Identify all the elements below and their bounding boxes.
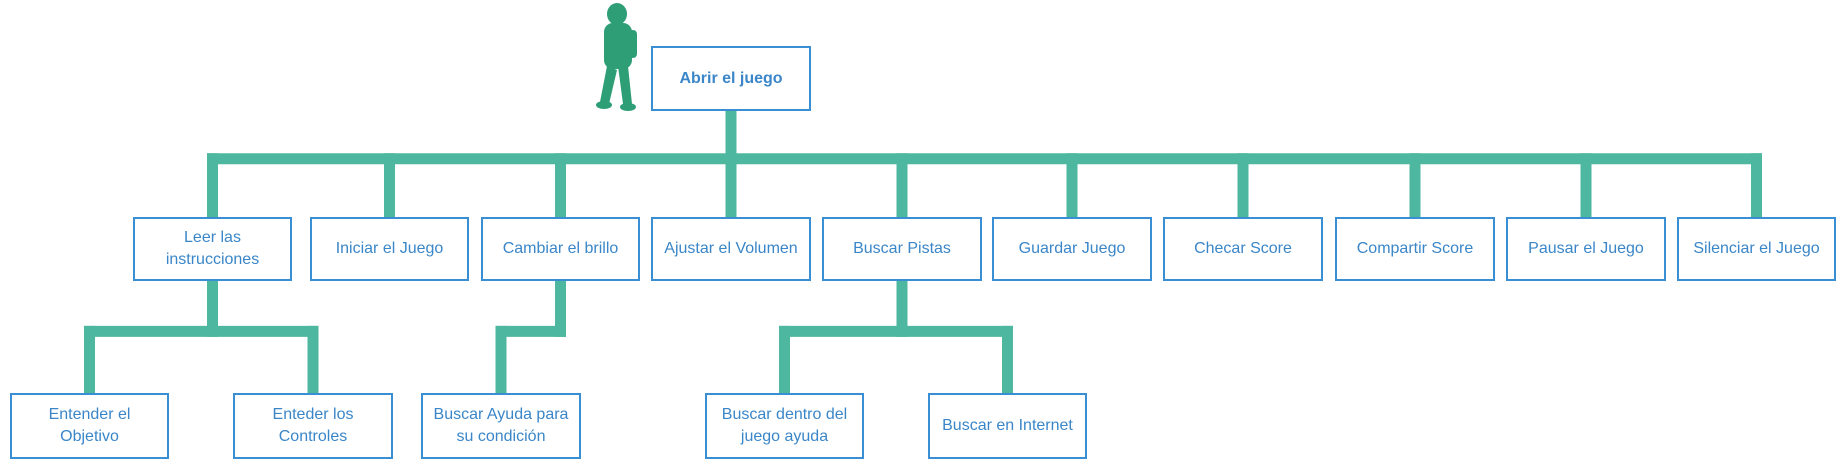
node-guardar-juego[interactable]: Guardar Juego	[992, 217, 1152, 281]
node-buscar-internet[interactable]: Buscar en Internet	[928, 393, 1087, 459]
node-iniciar-juego[interactable]: Iniciar el Juego	[310, 217, 469, 281]
node-ajustar-volumen[interactable]: Ajustar el Volumen	[651, 217, 811, 281]
node-checar-score[interactable]: Checar Score	[1163, 217, 1323, 281]
node-cambiar-brillo[interactable]: Cambiar el brillo	[481, 217, 640, 281]
node-leer-instrucciones[interactable]: Leer las instrucciones	[133, 217, 292, 281]
node-pausar-juego[interactable]: Pausar el Juego	[1506, 217, 1666, 281]
node-buscar-dentro-juego[interactable]: Buscar dentro del juego ayuda	[705, 393, 864, 459]
node-silenciar-juego[interactable]: Silenciar el Juego	[1677, 217, 1836, 281]
node-enteder-controles[interactable]: Enteder los Controles	[233, 393, 393, 459]
node-entender-objetivo[interactable]: Entender el Objetivo	[10, 393, 169, 459]
walking-person-icon	[596, 3, 637, 111]
node-buscar-pistas[interactable]: Buscar Pistas	[822, 217, 982, 281]
node-abrir-juego[interactable]: Abrir el juego	[651, 46, 811, 111]
node-buscar-ayuda-condicion[interactable]: Buscar Ayuda para su condición	[421, 393, 581, 459]
node-compartir-score[interactable]: Compartir Score	[1335, 217, 1495, 281]
